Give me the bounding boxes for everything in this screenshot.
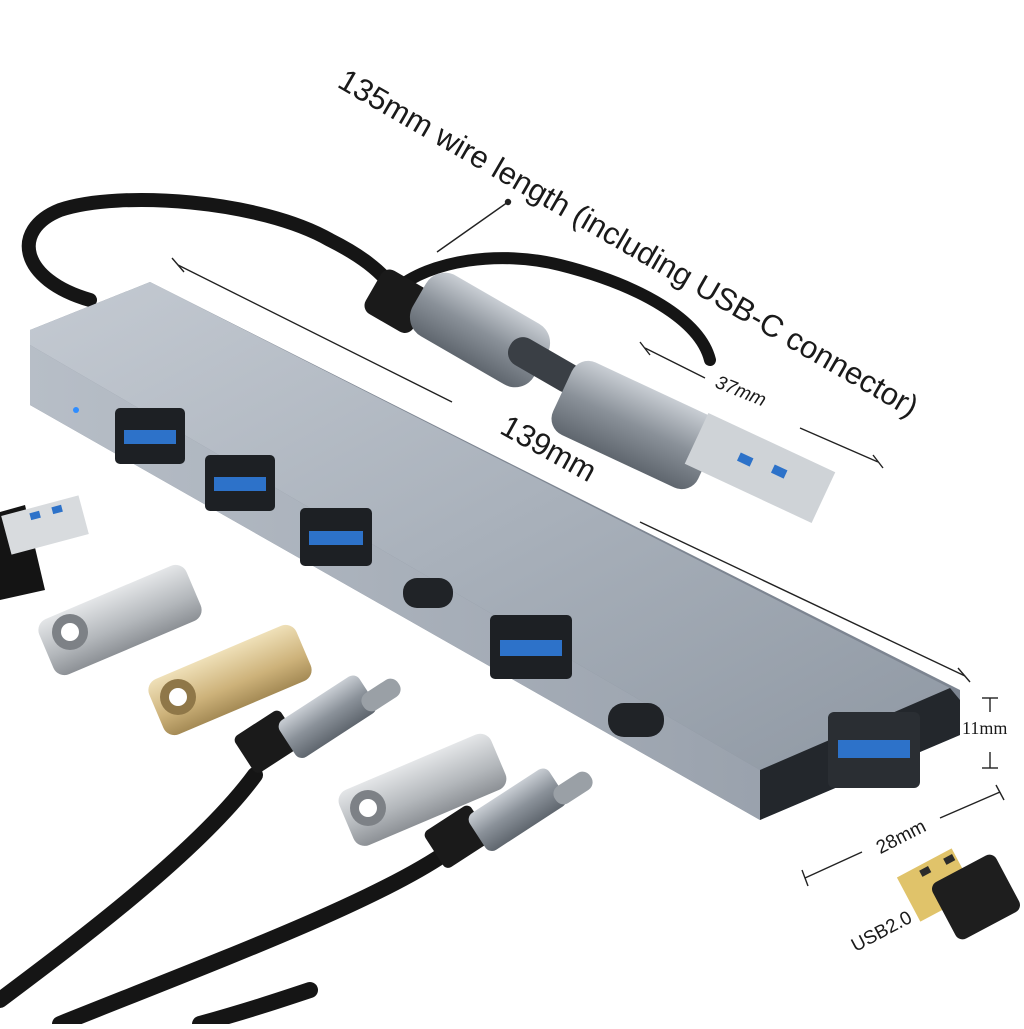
wireless-adapter-icon — [896, 848, 1020, 940]
usb3-port-4 — [490, 615, 572, 679]
usb-c-port-2 — [608, 703, 664, 737]
flash-drive-silver-2 — [338, 733, 507, 846]
usb3-port-end — [828, 712, 920, 788]
hub-height-label: 11mm — [962, 718, 1008, 738]
usb-c-port-1 — [403, 578, 453, 608]
usb3-port-3 — [300, 508, 372, 566]
usb-a-plug-left-icon — [0, 495, 89, 600]
usb3-port-2 — [205, 455, 275, 511]
usb-c-cable-3 — [192, 982, 318, 1029]
flash-drive-gold — [148, 624, 312, 736]
dimension-lines — [171, 198, 1005, 887]
usb-c-plug-icon — [364, 269, 583, 393]
usb-a-plug-icon — [551, 360, 836, 523]
flash-drive-silver-1 — [38, 564, 202, 676]
usb-c-cable-1 — [0, 675, 401, 1008]
usb3-port-1 — [115, 408, 185, 464]
hub-cable — [21, 193, 716, 366]
usb-c-cable-2 — [52, 768, 593, 1029]
